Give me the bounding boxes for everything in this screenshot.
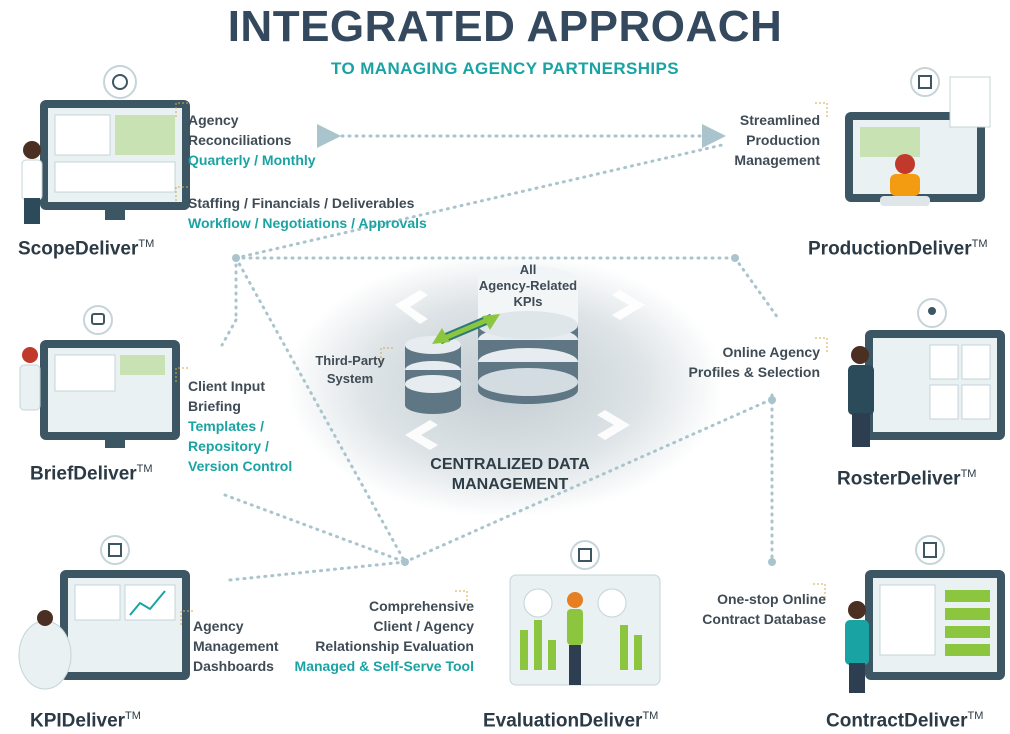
dotted-connectors bbox=[220, 124, 780, 582]
chevrons bbox=[395, 290, 645, 450]
product-name-brief: BriefDeliverTM bbox=[30, 463, 153, 485]
connector-nodes bbox=[232, 254, 776, 566]
product-name-kpi: KPIDeliverTM bbox=[30, 710, 141, 732]
page-subtitle: TO MANAGING AGENCY PARTNERSHIPS bbox=[330, 59, 680, 78]
roster-text: Online Agency Profiles & Selection bbox=[688, 344, 820, 380]
production-text: Streamlined Production Management bbox=[734, 112, 820, 168]
scope-illustration bbox=[21, 65, 190, 224]
sync-arrow-icon bbox=[432, 313, 500, 345]
contract-illustration bbox=[845, 535, 1005, 693]
evaluation-text: Comprehensive Client / Agency Relationsh… bbox=[294, 598, 474, 674]
database-hub bbox=[395, 266, 645, 450]
contract-text: One-stop Online Contract Database bbox=[702, 591, 826, 627]
brief-text: Client Input Briefing Templates / Reposi… bbox=[188, 378, 293, 474]
third-party-database-icon bbox=[405, 336, 461, 414]
scope-staffing-text: Staffing / Financials / Deliverables Wor… bbox=[188, 195, 427, 231]
roster-illustration bbox=[848, 298, 1005, 447]
product-name-evaluation: EvaluationDeliverTM bbox=[483, 710, 659, 732]
scope-reconciliations-text: Agency Reconciliations Quarterly / Month… bbox=[188, 112, 316, 168]
product-name-roster: RosterDeliverTM bbox=[837, 468, 977, 490]
product-name-scope: ScopeDeliverTM bbox=[18, 238, 155, 260]
product-name-production: ProductionDeliverTM bbox=[808, 238, 988, 260]
kpi-text: Agency Management Dashboards bbox=[193, 618, 279, 674]
brief-illustration bbox=[19, 305, 180, 448]
product-name-contract: ContractDeliverTM bbox=[826, 710, 984, 732]
evaluation-illustration bbox=[509, 540, 661, 686]
page-title: INTEGRATED APPROACH bbox=[227, 2, 783, 51]
kpi-illustration bbox=[18, 535, 190, 690]
database-icon bbox=[478, 266, 578, 404]
production-illustration bbox=[845, 67, 991, 206]
